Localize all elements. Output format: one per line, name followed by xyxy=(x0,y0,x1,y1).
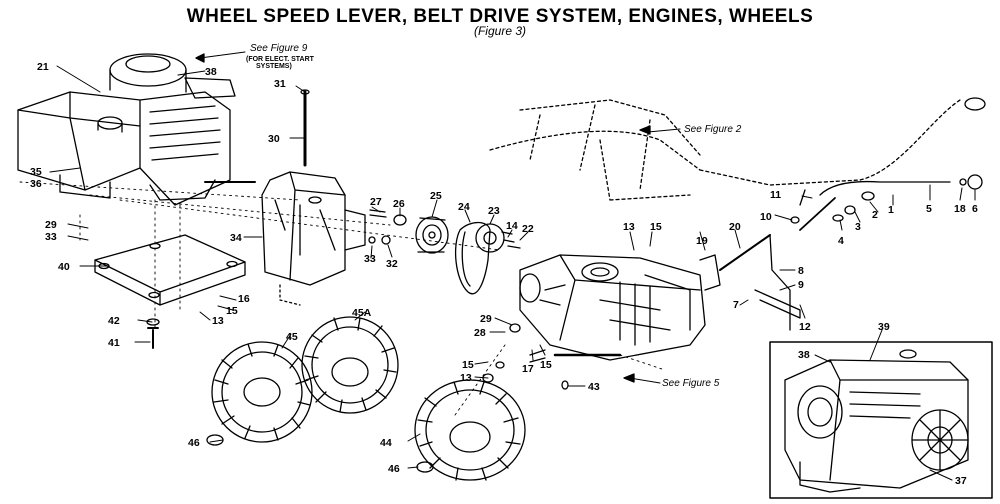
callout-40: 40 xyxy=(58,261,70,273)
callout-32: 32 xyxy=(386,258,398,270)
page-subtitle: (Figure 3) xyxy=(473,24,526,38)
callout-12: 12 xyxy=(799,321,811,333)
callout-27: 27 xyxy=(370,196,382,208)
callout-24: 24 xyxy=(458,201,470,213)
callout-23: 23 xyxy=(488,205,500,217)
engine-icon xyxy=(784,349,969,493)
engine-icon xyxy=(17,53,256,206)
callout-22: 22 xyxy=(522,223,534,235)
callout-33: 33 xyxy=(45,231,57,243)
handlebar-icon xyxy=(489,97,986,201)
callout-38b: 38 xyxy=(798,349,810,361)
tire-icon xyxy=(414,379,526,481)
note-elect-start: (FOR ELECT. START xyxy=(246,56,315,63)
callout-28: 28 xyxy=(474,327,486,339)
callout-25: 25 xyxy=(430,190,442,202)
note-see-figure-2: See Figure 2 xyxy=(684,124,742,135)
callout-11: 11 xyxy=(770,189,781,201)
tire-icon xyxy=(301,316,399,414)
pulley-icon xyxy=(415,216,449,254)
callout-37: 37 xyxy=(955,475,967,487)
callout-33b: 33 xyxy=(364,253,376,265)
callout-13b: 13 xyxy=(623,221,635,233)
callout-13: 13 xyxy=(212,315,224,327)
callout-15c: 15 xyxy=(462,359,474,371)
callout-15b: 15 xyxy=(650,221,662,233)
callout-15d: 15 xyxy=(540,359,552,371)
callout-39: 39 xyxy=(878,321,890,333)
callout-18: 18 xyxy=(954,203,966,215)
transmission-icon xyxy=(519,254,721,361)
note-see-figure-9: See Figure 9 xyxy=(250,43,308,54)
callout-9: 9 xyxy=(798,279,804,291)
callout-15: 15 xyxy=(226,305,238,317)
page-title: WHEEL SPEED LEVER, BELT DRIVE SYSTEM, EN… xyxy=(186,6,814,27)
tire-icon xyxy=(211,341,313,443)
callout-5: 5 xyxy=(926,203,932,215)
callout-38: 38 xyxy=(205,66,217,78)
callout-30: 30 xyxy=(268,133,280,145)
callout-41: 41 xyxy=(108,337,120,349)
callout-36: 36 xyxy=(30,178,42,190)
callout-19: 19 xyxy=(696,235,708,247)
callout-46b: 46 xyxy=(388,463,400,475)
note-systems: SYSTEMS) xyxy=(256,63,292,70)
callout-13c: 13 xyxy=(460,372,472,384)
callout-42: 42 xyxy=(108,315,120,327)
callout-4: 4 xyxy=(838,235,844,247)
callout-labels: 21 38 31 30 35 36 29 33 40 34 27 26 33 3… xyxy=(30,61,978,487)
callout-7: 7 xyxy=(733,299,739,311)
callout-16: 16 xyxy=(238,293,250,305)
engine-bracket xyxy=(261,171,366,306)
callout-3: 3 xyxy=(855,221,861,233)
callout-8: 8 xyxy=(798,265,804,277)
callout-17: 17 xyxy=(522,363,534,375)
note-see-figure-5: See Figure 5 xyxy=(662,378,720,389)
callout-29b: 29 xyxy=(480,313,492,325)
callout-34: 34 xyxy=(230,232,242,244)
callout-26: 26 xyxy=(393,198,405,210)
callout-21: 21 xyxy=(37,61,49,73)
callout-46: 46 xyxy=(188,437,200,449)
mount-plate xyxy=(94,234,246,306)
callout-45A: 45A xyxy=(352,307,372,319)
callout-31: 31 xyxy=(274,78,286,90)
callout-43: 43 xyxy=(588,381,600,393)
callout-35: 35 xyxy=(30,166,42,178)
callout-6: 6 xyxy=(972,203,978,215)
callout-45: 45 xyxy=(286,331,298,343)
callout-2: 2 xyxy=(872,209,878,221)
callout-20: 20 xyxy=(729,221,741,233)
callout-10: 10 xyxy=(760,211,772,223)
belt-icon xyxy=(454,221,491,295)
callout-1: 1 xyxy=(888,204,894,216)
callout-44: 44 xyxy=(380,437,392,449)
callout-29: 29 xyxy=(45,219,57,231)
callout-14: 14 xyxy=(506,220,518,232)
